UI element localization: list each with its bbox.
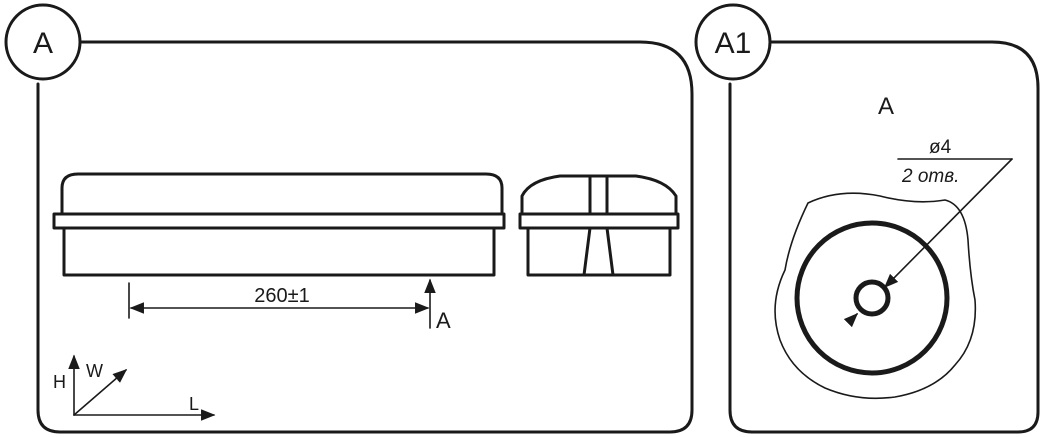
left-panel-frame xyxy=(36,40,694,434)
right-panel-frame xyxy=(728,40,1040,434)
length-dimension-value: 260±1 xyxy=(254,285,309,307)
hole-diameter-label: ø4 xyxy=(929,137,952,158)
length-dimension xyxy=(128,278,436,329)
axis-h-label: H xyxy=(53,372,66,392)
luminaire-side-view xyxy=(52,172,506,277)
axis-l-label: L xyxy=(189,394,199,414)
luminaire-end-view xyxy=(518,174,680,277)
axes-indicator xyxy=(68,354,216,421)
left-panel-label: A xyxy=(33,27,53,60)
hole-count-label: 2 отв. xyxy=(901,166,959,187)
right-panel-label: A1 xyxy=(715,27,752,60)
detail-view-label: A xyxy=(878,93,894,120)
axis-w-label: W xyxy=(86,361,103,381)
left-panel-badge xyxy=(4,3,82,81)
view-marker-label: A xyxy=(436,308,451,333)
right-panel-badge xyxy=(694,3,772,81)
mounting-hole-detail xyxy=(774,158,1013,400)
